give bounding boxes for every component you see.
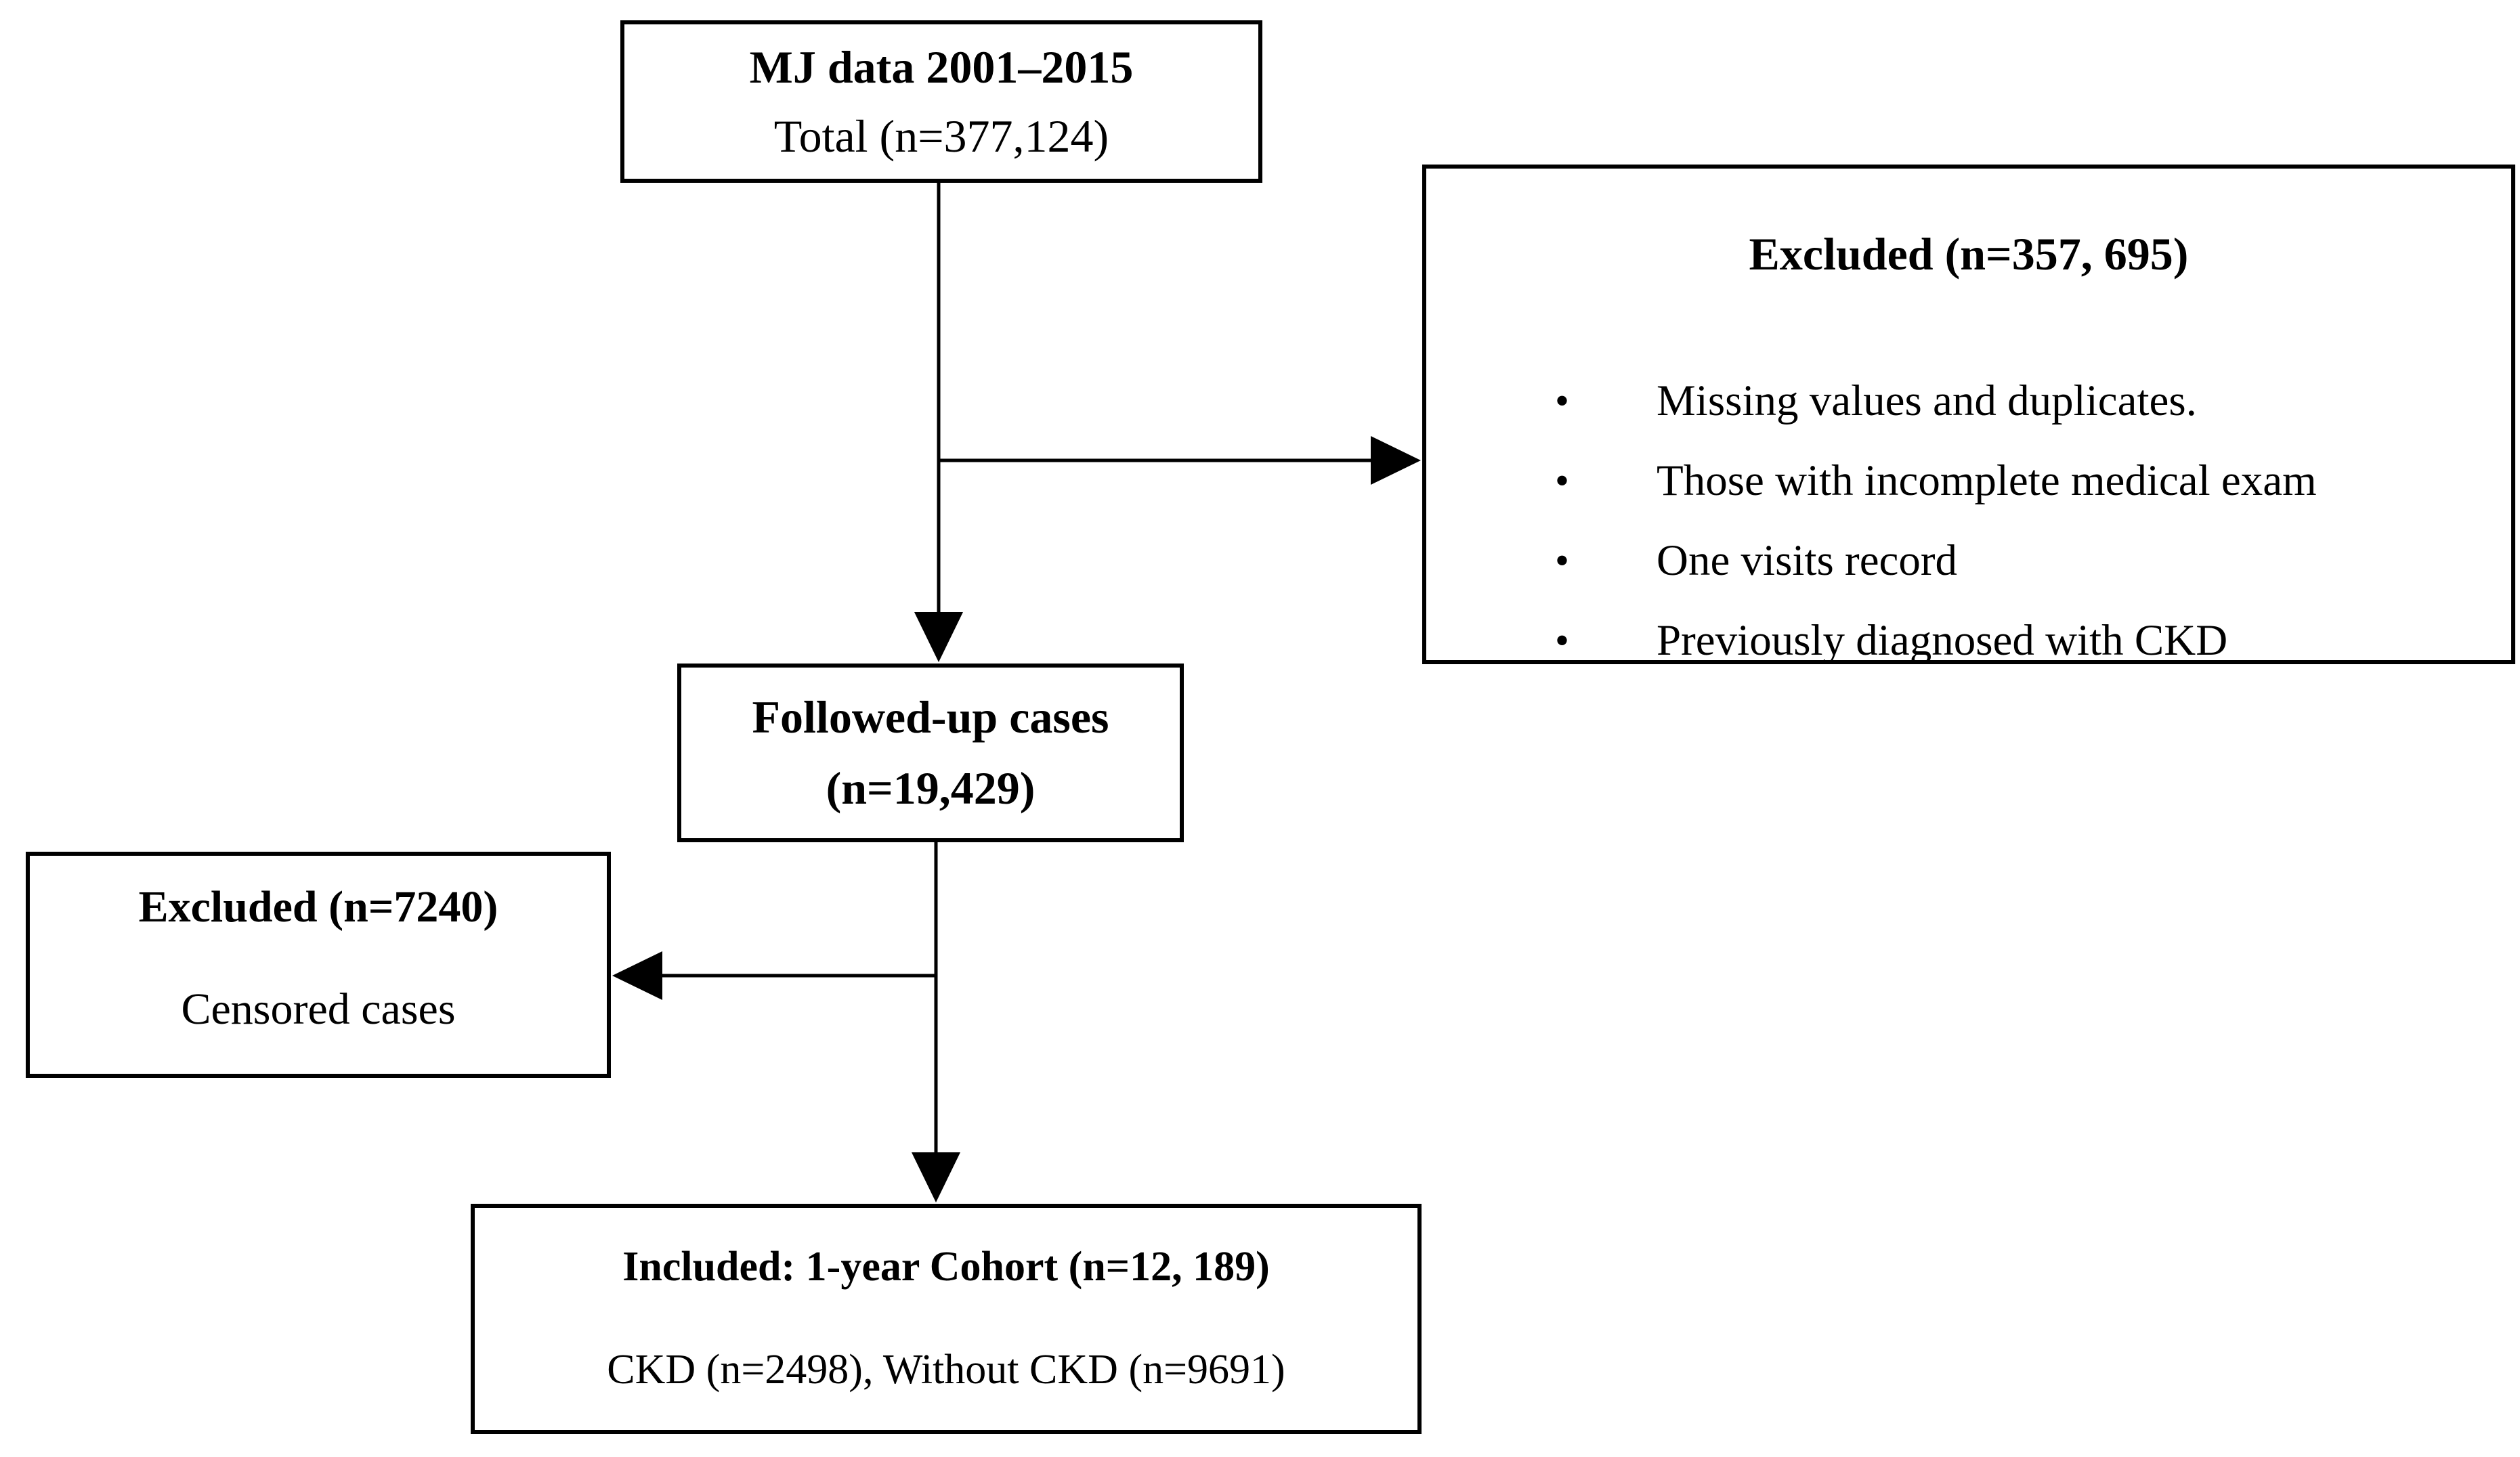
- arrow-left-to-excluded-icon: [612, 951, 936, 1000]
- exclusion-reason-item: Missing values and duplicates.: [1426, 361, 2511, 441]
- followed-up-box: Followed-up cases (n=19,429): [677, 664, 1184, 842]
- excluded-left-box-title: Excluded (n=7240): [138, 882, 498, 932]
- exclusion-reason-list: Missing values and duplicates. Those wit…: [1426, 361, 2511, 680]
- arrow-down-followed-to-included-icon: [912, 842, 960, 1202]
- exclusion-reason-item: Previously diagnosed with CKD: [1426, 601, 2511, 680]
- excluded-right-box: Excluded (n=357, 695) Missing values and…: [1422, 165, 2515, 680]
- included-box-title: Included: 1-year Cohort (n=12, 189): [622, 1244, 1270, 1290]
- source-box: MJ data 2001–2015 Total (n=377,124): [620, 20, 1262, 183]
- arrow-down-source-to-followed-icon: [914, 183, 963, 662]
- source-box-subtitle: Total (n=377,124): [773, 110, 1109, 162]
- excluded-left-box: Excluded (n=7240) Censored cases: [26, 852, 611, 1078]
- followed-up-box-line1: Followed-up cases: [752, 691, 1109, 743]
- excluded-right-box-title: Excluded (n=357, 695): [1749, 228, 2189, 280]
- source-box-title: MJ data 2001–2015: [749, 41, 1134, 93]
- included-box: Included: 1-year Cohort (n=12, 189) CKD …: [471, 1204, 1422, 1434]
- followed-up-box-line2: (n=19,429): [826, 762, 1035, 814]
- included-box-subtitle: CKD (n=2498), Without CKD (n=9691): [607, 1346, 1285, 1393]
- exclusion-reason-item: Those with incomplete medical exam: [1426, 441, 2511, 521]
- excluded-left-box-subtitle: Censored cases: [181, 984, 456, 1034]
- arrow-right-to-excluded-icon: [939, 436, 1421, 485]
- exclusion-reason-item: One visits record: [1426, 521, 2511, 601]
